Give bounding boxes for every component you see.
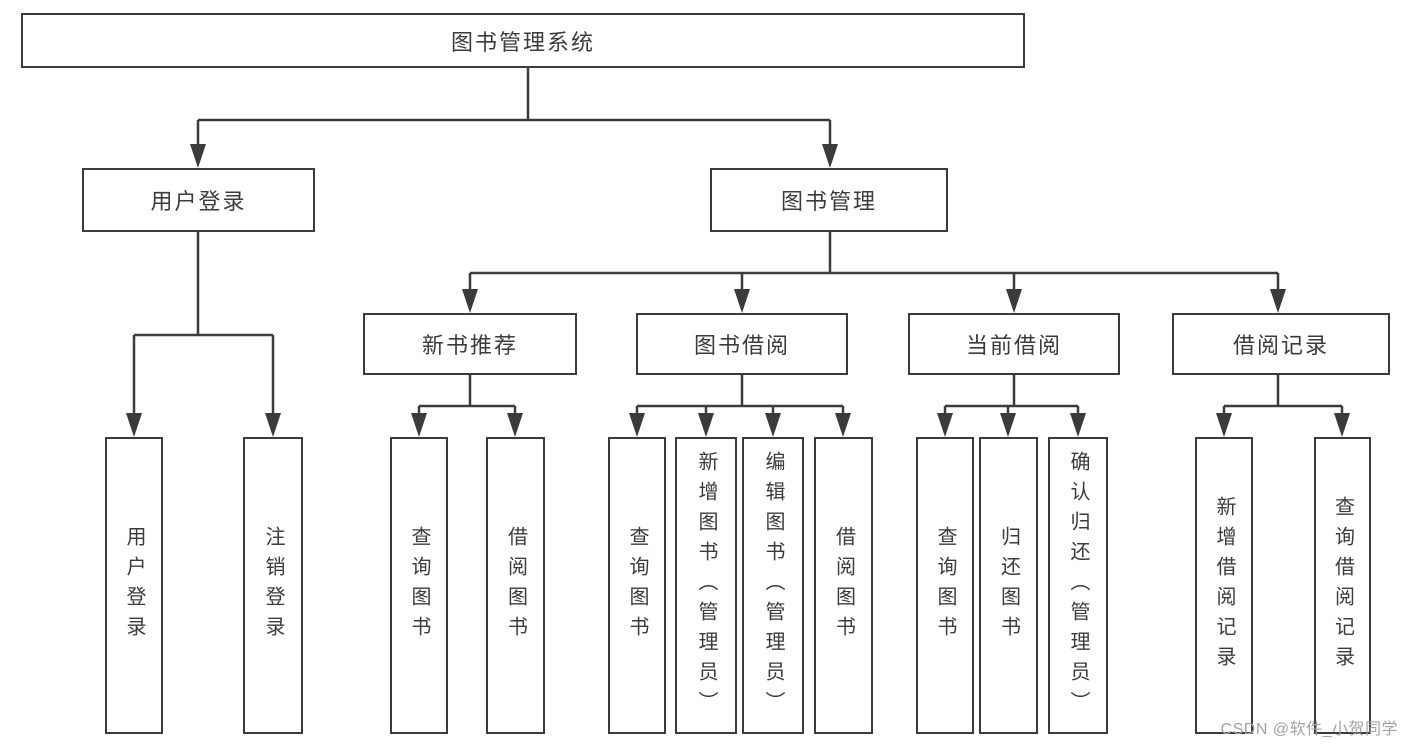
node-book-borrowing-label: 图书借阅 [693,333,790,358]
leaf-logout-label: 注销登录 [262,525,284,646]
leaf-add-borrow-record: 新增借阅记录 [1195,437,1253,734]
leaf-user-login-label: 用户登录 [123,525,145,646]
leaf-confirm-return-admin-label: 确认归还（管理员） [1067,450,1089,721]
leaf-return-books-label: 归还图书 [997,525,1020,646]
watermark: CSDN @软件_小贺同学 [1220,721,1398,738]
node-book-borrowing: 图书借阅 [636,313,848,375]
leaf-query-borrow-record-label: 查询借阅记录 [1331,495,1354,676]
leaf-query-borrow-record: 查询借阅记录 [1314,437,1371,734]
leaf-add-books-admin-label: 新增图书（管理员） [695,450,717,721]
node-new-book-recommend: 新书推荐 [363,313,577,375]
leaf-add-borrow-record-label: 新增借阅记录 [1213,495,1235,676]
node-current-borrowing-label: 当前借阅 [965,333,1062,358]
leaf-edit-books-admin: 编辑图书（管理员） [742,437,804,734]
leaf-borrow-books-recommend: 借阅图书 [486,437,545,734]
leaf-query-books-recommend-label: 查询图书 [408,525,430,646]
leaf-query-books-current-label: 查询图书 [934,525,956,646]
node-new-book-recommend-label: 新书推荐 [421,333,518,358]
node-root: 图书管理系统 [21,13,1025,68]
leaf-return-books: 归还图书 [979,437,1038,734]
leaf-user-login: 用户登录 [105,437,163,734]
leaf-query-books-recommend: 查询图书 [390,437,448,734]
leaf-borrow-books-recommend-label: 借阅图书 [504,525,527,646]
node-book-management: 图书管理 [710,168,948,232]
leaf-edit-books-admin-label: 编辑图书（管理员） [762,450,784,721]
node-book-management-label: 图书管理 [780,189,877,214]
node-borrow-records: 借阅记录 [1172,313,1390,375]
leaf-borrow-books-label: 借阅图书 [832,525,855,646]
leaf-logout: 注销登录 [243,437,303,734]
node-borrow-records-label: 借阅记录 [1232,333,1329,358]
leaf-add-books-admin: 新增图书（管理员） [675,437,737,734]
node-user-login-label: 用户登录 [150,189,247,214]
leaf-query-books-current: 查询图书 [916,437,974,734]
leaf-query-books-borrow-label: 查询图书 [626,525,648,646]
leaf-confirm-return-admin: 确认归还（管理员） [1048,437,1108,734]
node-root-label: 图书管理系统 [450,29,595,55]
node-user-login: 用户登录 [82,168,315,232]
leaf-borrow-books: 借阅图书 [814,437,873,734]
node-current-borrowing: 当前借阅 [908,313,1120,375]
leaf-query-books-borrow: 查询图书 [608,437,666,734]
